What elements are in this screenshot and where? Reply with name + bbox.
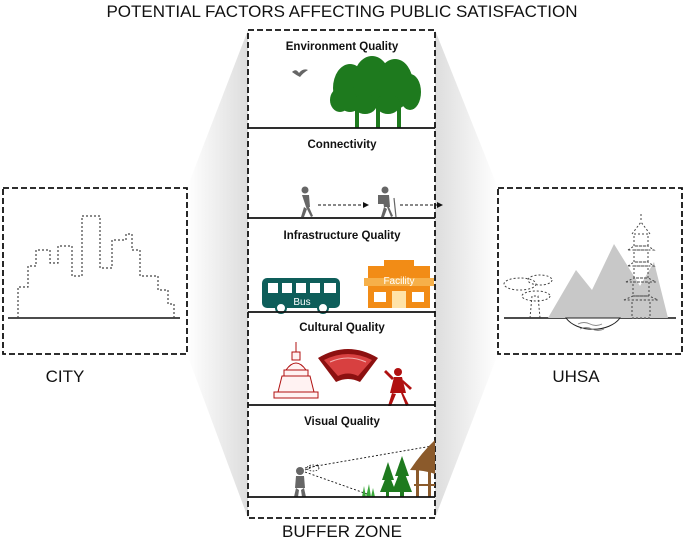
fan-ornament-icon (318, 349, 378, 382)
diagram-title: POTENTIAL FACTORS AFFECTING PUBLIC SATIS… (106, 2, 577, 21)
uhsa-box: UHSA (497, 187, 683, 386)
panel-visual-quality: Visual Quality (248, 416, 435, 498)
city-skyline-outline (17, 215, 175, 318)
funnel-right (435, 30, 498, 518)
hiker-icon (378, 186, 397, 218)
funnel-left (187, 30, 248, 518)
bus-icon: Bus (262, 278, 340, 314)
view-cone (304, 445, 433, 496)
panel-cultural-quality: Cultural Quality (248, 322, 435, 406)
dancer-figure-icon (384, 368, 412, 406)
grass-icon (362, 484, 375, 497)
city-box: CITY (2, 187, 188, 386)
uhsa-label: UHSA (552, 367, 600, 386)
tree-cluster-icon (330, 56, 421, 128)
facility-building-icon: Facility (364, 260, 434, 308)
pagoda-outline (623, 214, 659, 319)
panel-title-cultural: Cultural Quality (299, 322, 385, 334)
lake-shape (565, 317, 621, 330)
pavilion-icon (410, 440, 435, 497)
bird-icon (292, 69, 308, 77)
panel-title-visual: Visual Quality (304, 416, 380, 428)
stupa-icon (273, 342, 319, 399)
panel-connectivity: Connectivity (248, 139, 443, 219)
buffer-zone-column: Environment Quality Connectivity (247, 29, 443, 519)
walking-person-icon (301, 186, 313, 217)
pine-trees-icon (380, 456, 412, 497)
panel-title-infrastructure: Infrastructure Quality (284, 230, 402, 242)
panel-title-connectivity: Connectivity (307, 139, 377, 151)
panel-environment-quality: Environment Quality (248, 41, 435, 129)
bus-label: Bus (293, 297, 310, 308)
facility-label: Facility (383, 276, 414, 287)
pine-tree-outline (503, 274, 553, 319)
buffer-zone-label: BUFFER ZONE (282, 522, 402, 541)
viewing-person-icon (294, 467, 306, 497)
panel-title-environment: Environment Quality (286, 41, 399, 53)
panel-infrastructure-quality: Infrastructure Quality Bus F (248, 230, 435, 314)
city-label: CITY (46, 367, 85, 386)
eye-focus-icon (306, 464, 320, 472)
